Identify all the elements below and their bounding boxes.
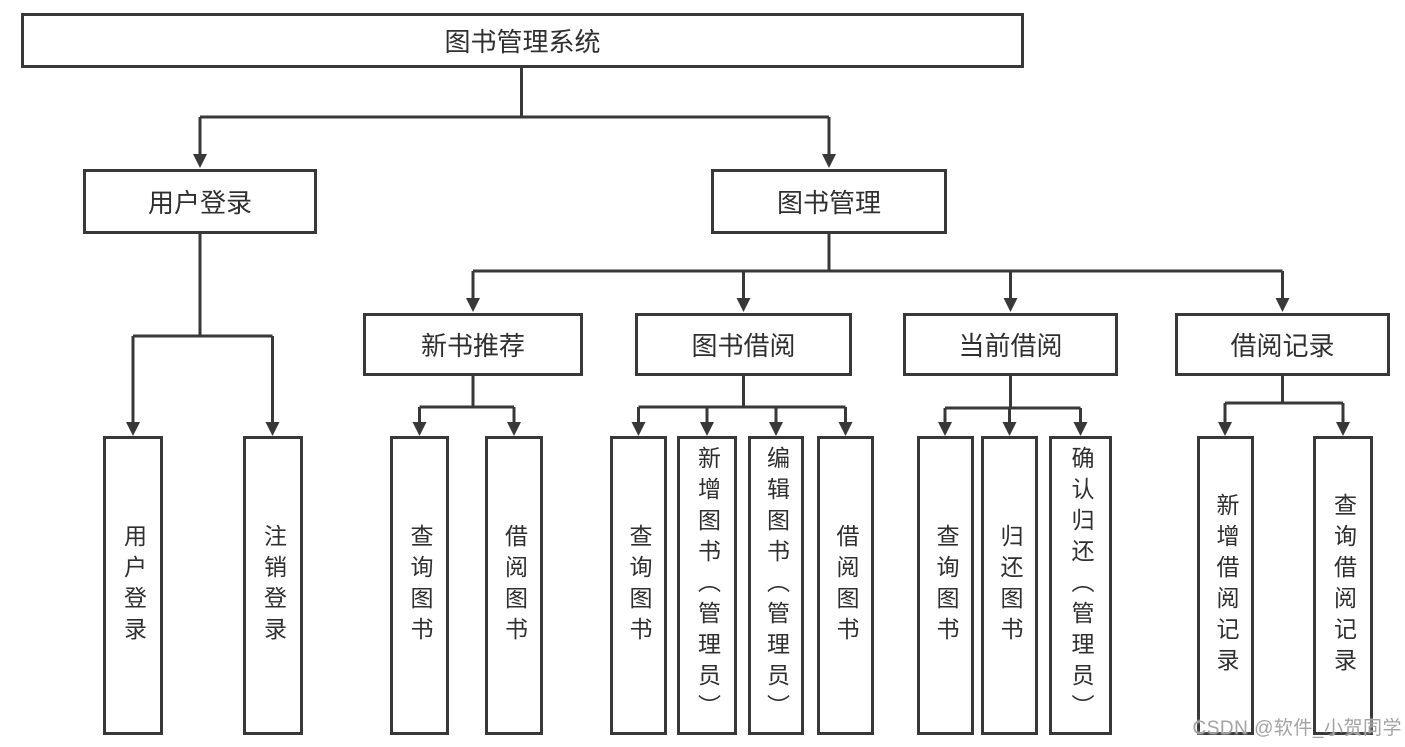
leaf-add-book-admin: 新增图书（管理员） (677, 436, 737, 735)
leaf-query-borrow-record: 查询借阅记录 (1313, 436, 1373, 735)
leaf-confirm-return-admin: 确认归还（管理员） (1049, 436, 1112, 735)
leaf-return-book: 归还图书 (981, 436, 1038, 735)
node-book-management: 图书管理 (711, 169, 947, 234)
node-book-borrowing: 图书借阅 (635, 313, 852, 376)
leaf-query-books-3: 查询图书 (917, 436, 974, 735)
leaf-add-borrow-record: 新增借阅记录 (1197, 436, 1254, 735)
leaf-query-books-2: 查询图书 (610, 436, 667, 735)
leaf-query-books-1: 查询图书 (390, 436, 449, 735)
leaf-borrow-books-1: 借阅图书 (485, 436, 543, 735)
node-borrowing-records: 借阅记录 (1175, 313, 1390, 376)
leaf-borrow-books-2: 借阅图书 (817, 436, 874, 735)
node-current-borrowing: 当前借阅 (903, 313, 1118, 376)
node-user-login: 用户登录 (83, 169, 317, 234)
node-library-management-system: 图书管理系统 (21, 13, 1024, 68)
connector-path (131, 68, 1345, 423)
leaf-logout: 注销登录 (243, 436, 303, 735)
csdn-watermark: CSDN @软件_小贺同学 (1192, 718, 1402, 739)
node-new-book-recommend: 新书推荐 (363, 313, 583, 376)
leaf-edit-book-admin: 编辑图书（管理员） (748, 436, 804, 735)
leaf-user-login: 用户登录 (103, 436, 163, 735)
